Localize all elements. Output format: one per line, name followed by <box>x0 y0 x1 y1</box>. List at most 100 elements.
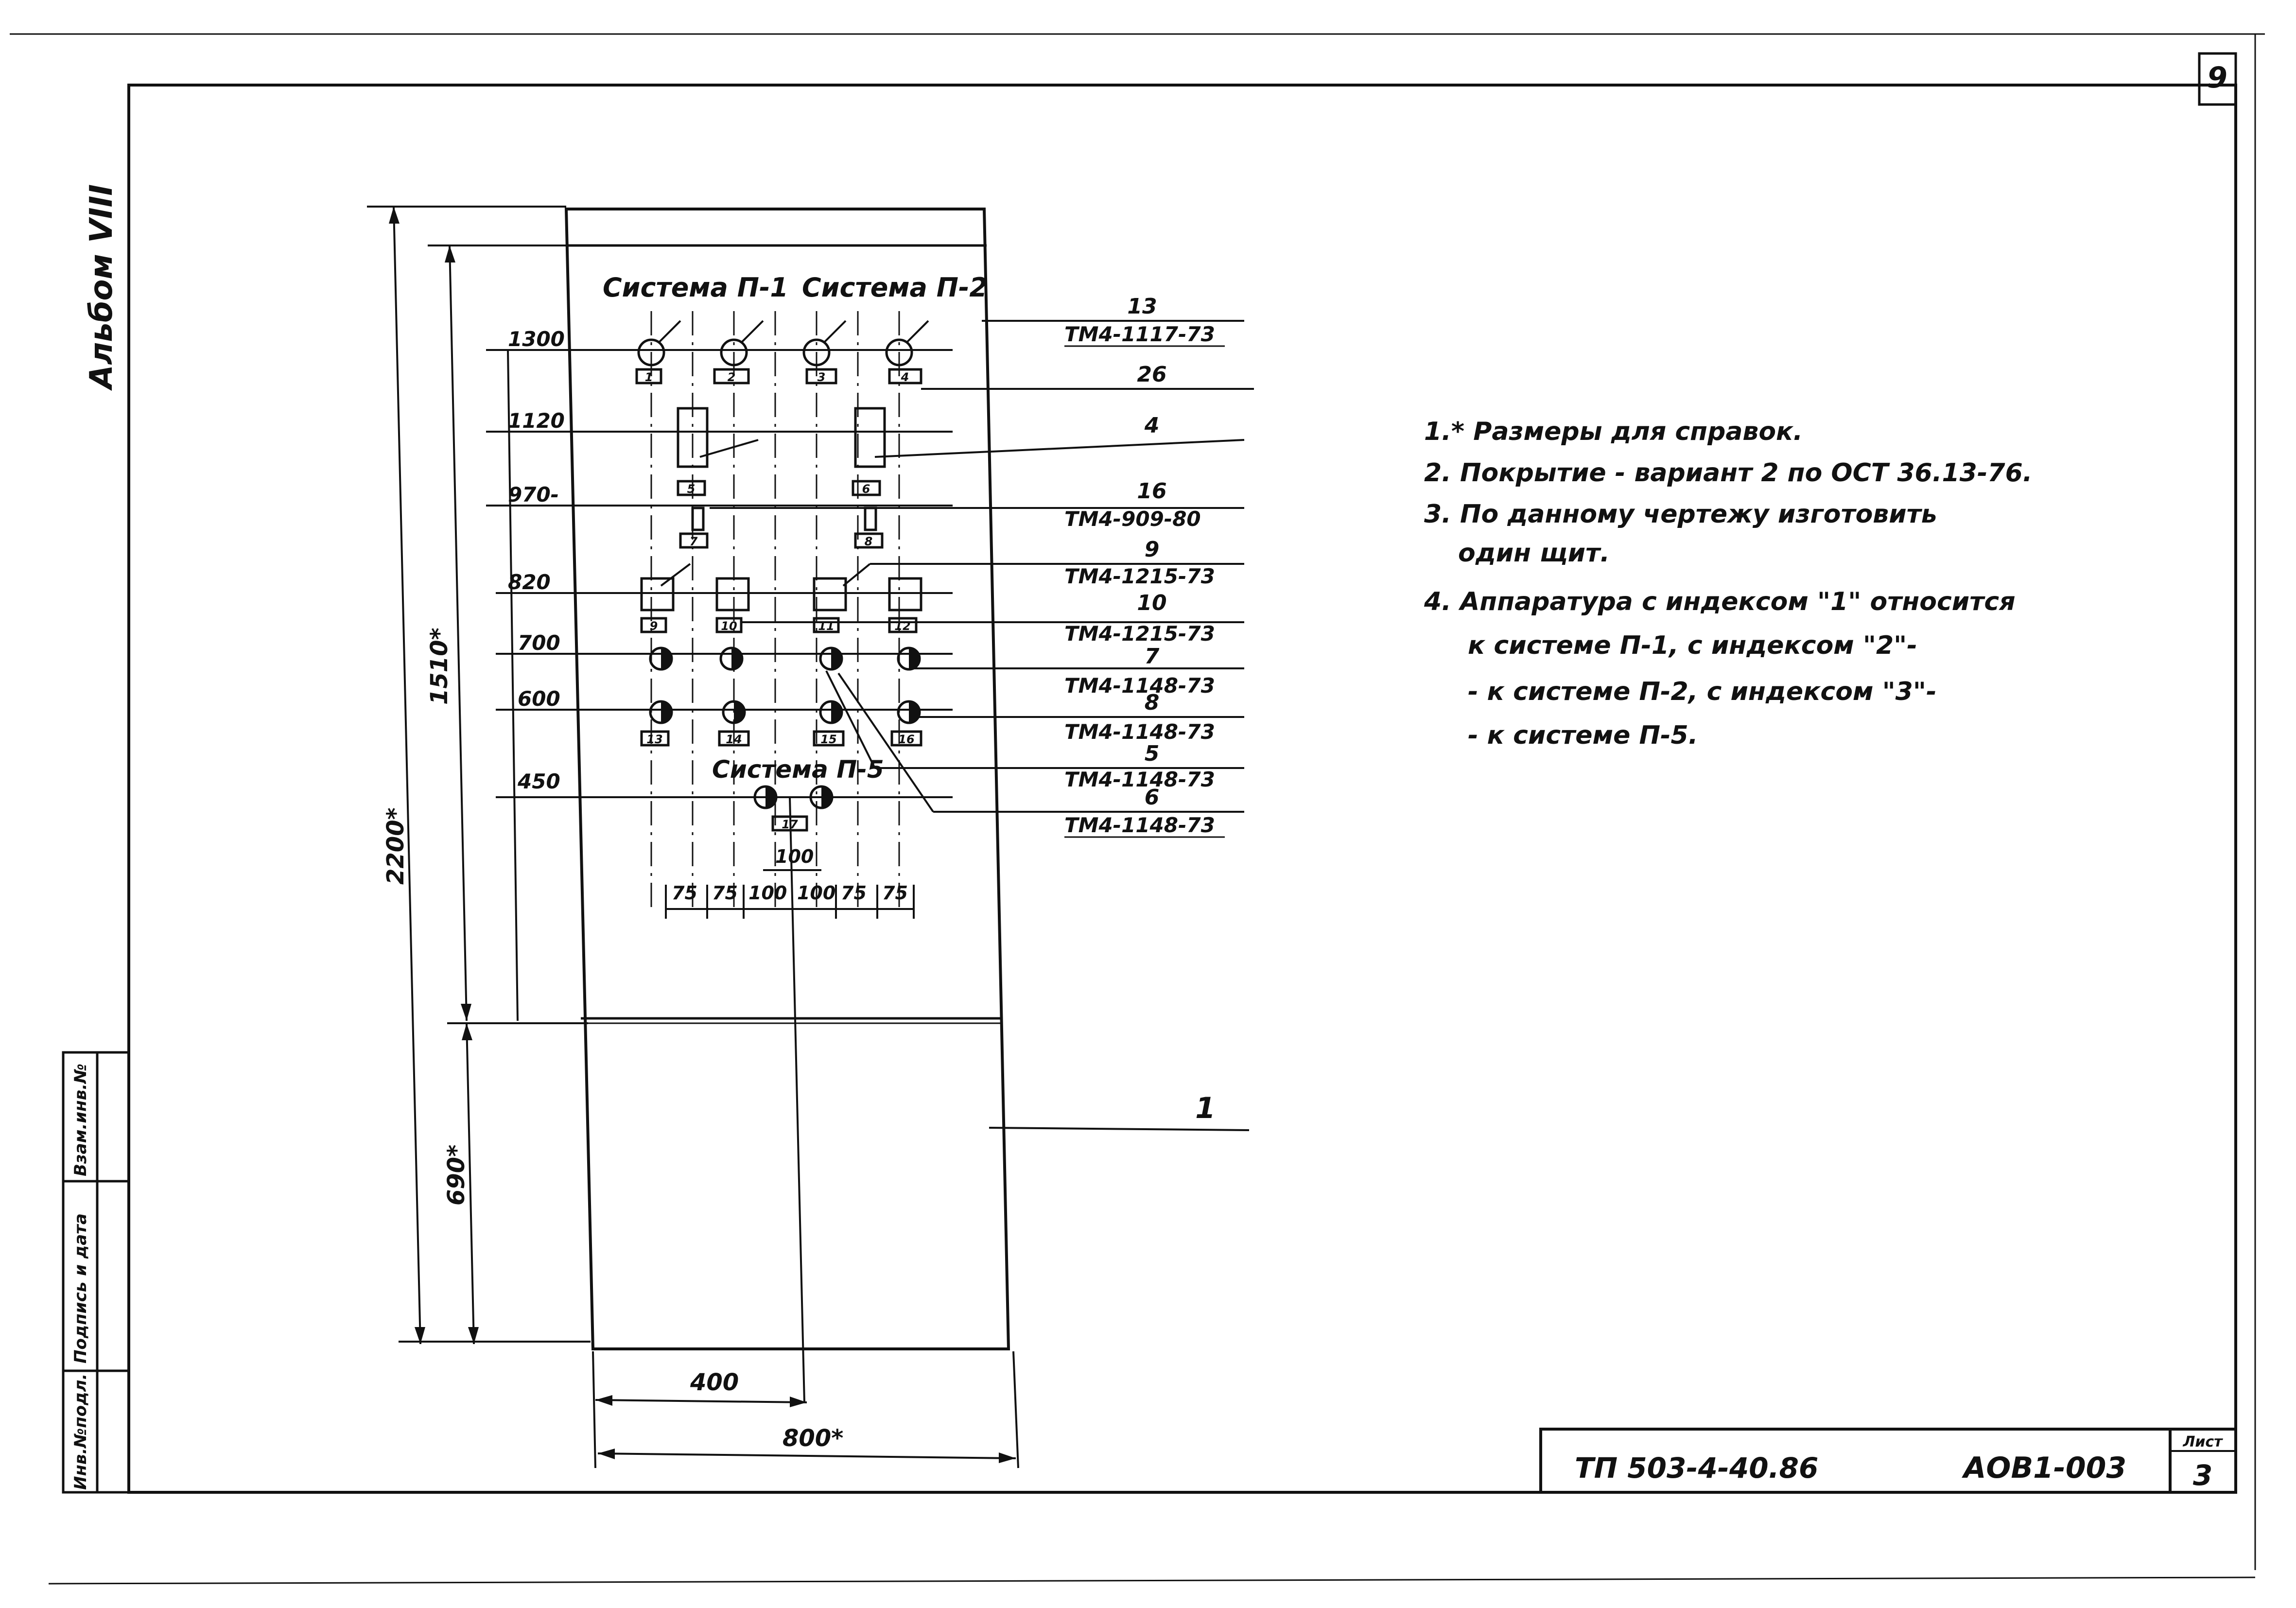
callout-ref: ТМ4-1148-73 <box>1064 768 1215 791</box>
callout-number: 6 <box>1145 785 1160 810</box>
square-device <box>715 577 750 612</box>
top-sheet-number: 9 <box>2207 61 2227 95</box>
callout-ref: ТМ4-1148-73 <box>1064 674 1215 698</box>
height-labels: 1300 1120 970- 820 700 600 450 <box>508 327 565 793</box>
instrument-rect <box>854 407 886 468</box>
panel-outline <box>564 208 1010 1350</box>
system-p1-title: Система П-1 <box>603 272 788 303</box>
svg-text:75: 75 <box>672 882 697 904</box>
note-line: к системе П-1, с индексом "2"- <box>1468 631 1917 660</box>
small-device <box>864 507 877 531</box>
stamp-strip <box>62 1051 130 1494</box>
callout-number: 10 <box>1137 591 1166 615</box>
tag-label: 13 <box>646 733 662 746</box>
tag-label: 4 <box>901 370 909 384</box>
note-line: один щит. <box>1458 539 1610 568</box>
height-label-820: 820 <box>508 570 551 594</box>
tag-box <box>713 368 750 385</box>
tag-box <box>718 730 750 747</box>
callout-ref: ТМ4-1148-73 <box>1064 720 1215 744</box>
system-p2-title: Система П-2 <box>802 272 988 303</box>
callout-number: 13 <box>1127 294 1157 319</box>
gauge-circle <box>637 338 665 367</box>
svg-text:100: 100 <box>797 882 835 904</box>
callout-number: 8 <box>1145 690 1160 715</box>
callouts: 13 ТМ4-1117-73 26 4 16 ТМ4-909-80 9 ТМ4-… <box>1064 294 1225 1125</box>
square-device <box>888 577 922 612</box>
title-sheet-label: Лист <box>2182 1433 2223 1451</box>
tag-label: 14 <box>726 733 742 746</box>
title-sheet-number: 3 <box>2193 1459 2212 1492</box>
tag-box <box>635 368 662 385</box>
note-line: 3. По данному чертежу изготовить <box>1424 500 1937 529</box>
gauge-circle <box>720 338 748 367</box>
tag-box <box>677 480 706 496</box>
height-label-1120: 1120 <box>508 409 565 433</box>
title-code: ТП 503-4-40.86 <box>1575 1451 1818 1485</box>
tag-box <box>715 617 743 633</box>
tag-label: 1 <box>645 370 653 384</box>
note-line: 4. Аппаратура с индексом "1" относится <box>1424 587 2016 616</box>
title-block <box>1539 1428 2237 1494</box>
tag-box <box>679 532 709 549</box>
centerlines <box>650 311 900 914</box>
dim-half-width: 400 <box>690 1369 739 1396</box>
title-doc: АОВ1-003 <box>1962 1451 2126 1485</box>
panel-callout: 1 <box>1195 1091 1216 1125</box>
gauge-circle <box>885 338 913 367</box>
svg-text:75: 75 <box>712 882 738 904</box>
callout-number: 16 <box>1137 479 1166 504</box>
dim-overall-height: 2200* <box>382 807 409 885</box>
height-label-970: 970- <box>508 483 559 507</box>
tag-box <box>888 368 922 385</box>
callout-ref: ТМ4-1215-73 <box>1064 564 1215 588</box>
notes-block: 1.* Размеры для справок. 2. Покрытие - в… <box>1424 417 2033 750</box>
tag-label: 17 <box>782 818 798 831</box>
instrument-rect <box>677 407 709 468</box>
lamp-fills <box>661 648 920 808</box>
callout-number: 26 <box>1137 362 1166 387</box>
callout-number: 4 <box>1144 413 1160 438</box>
small-device <box>691 507 705 531</box>
note-line: 1.* Размеры для справок. <box>1424 417 1803 446</box>
svg-text:75: 75 <box>841 882 867 904</box>
dimension-lines <box>367 206 1019 1468</box>
dim-p5-spacing: 100 <box>775 846 814 867</box>
sheet-frame <box>10 33 2265 1585</box>
callout-ref: ТМ4-909-80 <box>1064 507 1201 531</box>
tag-label: 9 <box>650 619 658 633</box>
callout-number: 9 <box>1145 537 1160 562</box>
dim-overall-width: 800* <box>783 1425 843 1452</box>
tag-box <box>813 730 845 747</box>
note-line: - к системе П-5. <box>1468 721 1698 750</box>
callout-ref: ТМ4-1117-73 <box>1064 322 1215 346</box>
height-label-600: 600 <box>518 687 560 711</box>
tag-box <box>888 617 918 633</box>
system-p5-title: Система П-5 <box>712 755 884 784</box>
stamp-label-sign: Подпись и дата <box>71 1213 90 1363</box>
tag-label: 8 <box>865 535 873 548</box>
tag-label: 2 <box>728 370 736 384</box>
stamp-label-inv: Инв.№подл. <box>71 1374 90 1490</box>
note-line: - к системе П-2, с индексом "3"- <box>1468 677 1937 706</box>
height-label-700: 700 <box>518 631 560 655</box>
tag-box <box>805 368 837 385</box>
tag-box <box>854 532 884 549</box>
tag-box <box>852 480 881 496</box>
square-device <box>813 577 847 612</box>
tag-label: 6 <box>862 482 870 496</box>
callout-ref: ТМ4-1215-73 <box>1064 622 1215 646</box>
leader-lines <box>658 320 1254 1131</box>
height-label-450: 450 <box>517 769 560 793</box>
dim-lower-height: 690* <box>443 1145 470 1206</box>
tag-label: 10 <box>721 619 737 633</box>
tag-box <box>640 730 670 747</box>
callout-number: 7 <box>1145 644 1160 669</box>
square-device <box>640 577 675 612</box>
tag-box <box>890 730 922 747</box>
tag-label: 7 <box>690 535 698 548</box>
center-axis <box>789 797 805 1403</box>
note-line: 2. Покрытие - вариант 2 по ОСТ 36.13-76. <box>1424 458 2033 488</box>
spacing-labels: 75 75 100 100 75 75 <box>672 882 908 904</box>
